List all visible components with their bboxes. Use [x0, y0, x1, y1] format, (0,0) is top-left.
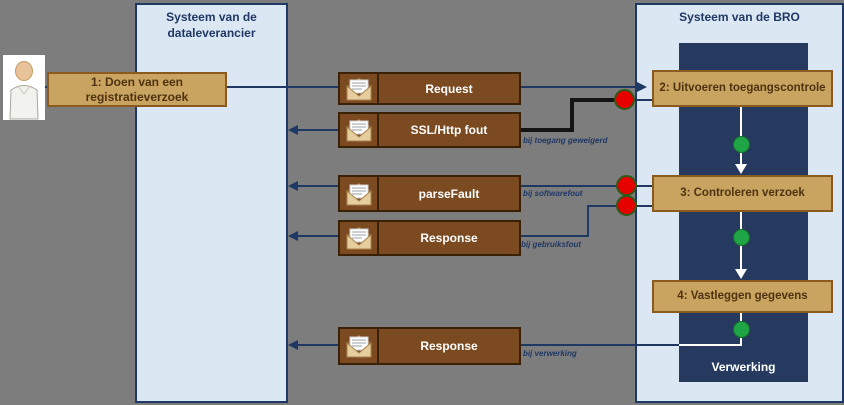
condition-toegang-geweigerd: bij toegang geweigerd [523, 136, 608, 145]
verwerking-label: Verwerking [711, 360, 776, 374]
error-line-top [570, 98, 628, 102]
lane-title-bro: Systeem van de BRO [679, 10, 800, 24]
message-parsefault: parseFault [338, 175, 521, 212]
connector-response2-white [679, 344, 742, 346]
lane-dataleverancier: Systeem van de dataleverancier [135, 3, 288, 403]
error-dot-response [616, 195, 637, 216]
arrowhead-into-step2 [637, 82, 647, 92]
connector-ssl-return [296, 129, 338, 131]
step-2-toegangscontrole: 2: Uitvoeren toegangscontrole [652, 70, 833, 107]
connector-parsefault-right [521, 185, 652, 187]
message-response-processing: Response [338, 327, 521, 365]
condition-softwarefout: bij softwarefout [523, 189, 583, 198]
condition-gebruiksfout: bij gebruiksfout [521, 240, 581, 249]
arrowhead-parsefault-return [288, 181, 298, 191]
envelope-icon [340, 114, 379, 146]
connector-response2-right [521, 344, 680, 346]
message-response-validation: Response [338, 220, 521, 256]
connector-response1-bottom [521, 235, 589, 237]
envelope-icon [340, 74, 379, 103]
message-request: Request [338, 72, 521, 105]
connector-response1-vert [587, 205, 589, 237]
envelope-icon [340, 177, 379, 210]
message-ssl-http-fout: SSL/Http fout [338, 112, 521, 148]
arrowhead-ssl-return [288, 125, 298, 135]
flow-dot-1 [733, 136, 750, 153]
error-line-vert [570, 98, 574, 132]
flow-dot-3 [733, 321, 750, 338]
person-icon [3, 55, 45, 120]
arrowhead-into-step3 [735, 164, 747, 174]
message-label: Response [420, 231, 478, 245]
message-label: parseFault [418, 186, 480, 201]
step-3-controleren-verzoek: 3: Controleren verzoek [652, 175, 833, 212]
connector-parsefault-return [296, 185, 338, 187]
error-dot-toegangscontrole [614, 89, 635, 110]
flow-dot-2 [733, 229, 750, 246]
step-1-registratieverzoek: 1: Doen van een registratieverzoek [47, 72, 227, 107]
step-4-vastleggen-gegevens: 4: Vastleggen gegevens [652, 280, 833, 313]
lane-title-dataleverancier: Systeem van de dataleverancier [166, 10, 257, 40]
message-label: SSL/Http fout [410, 123, 488, 137]
connector-response1-return [296, 235, 338, 237]
error-line-bottom [521, 128, 574, 132]
arrowhead-response2-return [288, 340, 298, 350]
envelope-icon [340, 329, 379, 363]
arrowhead-response1-return [288, 231, 298, 241]
envelope-icon [340, 222, 379, 254]
error-dot-parsefault [616, 175, 637, 196]
connector-request-right [521, 86, 637, 88]
arrowhead-into-step4 [735, 269, 747, 279]
person-icon-graphic [9, 61, 39, 120]
message-label: Response [420, 339, 478, 353]
message-label: Request [425, 81, 473, 96]
condition-verwerking: bij verwerking [523, 349, 577, 358]
